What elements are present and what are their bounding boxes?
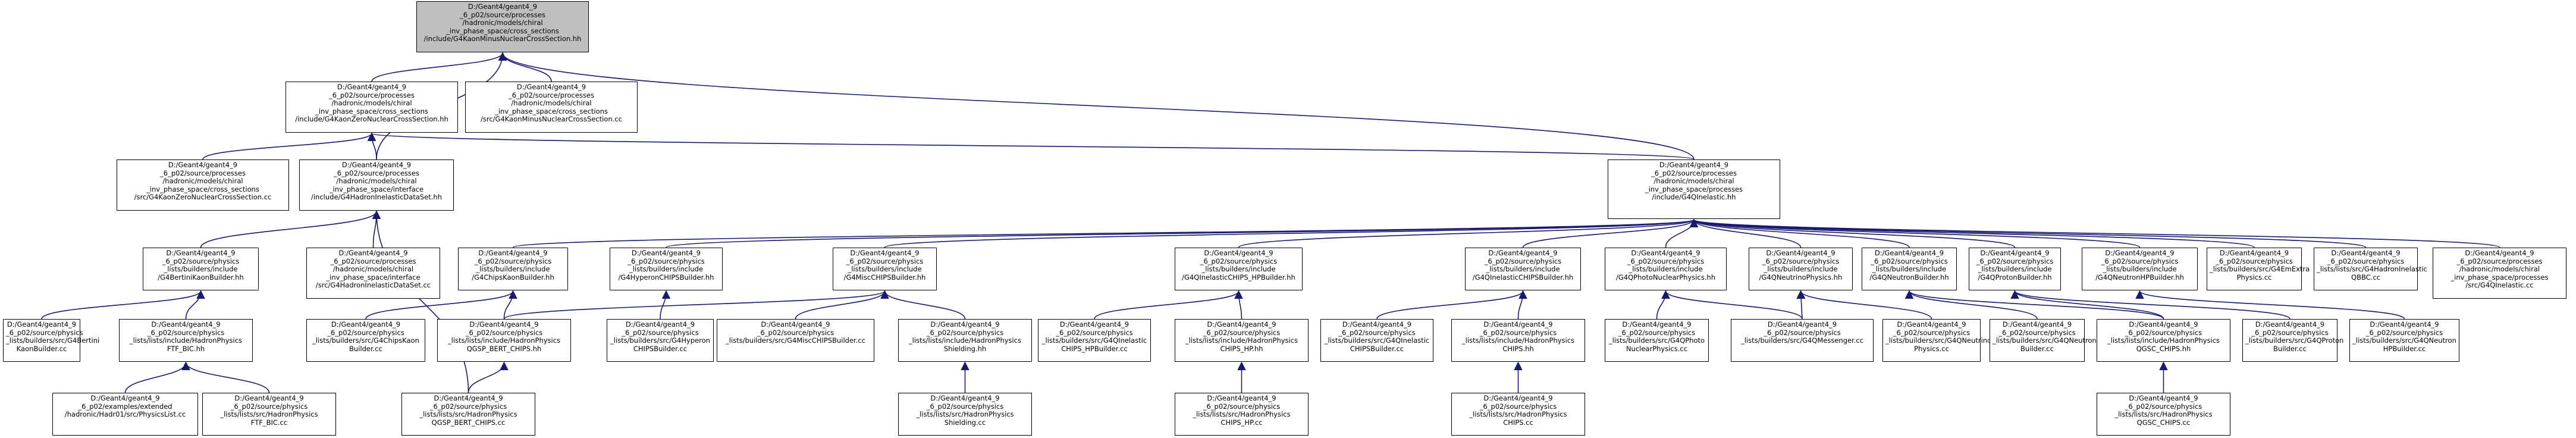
graph-node-qneutron-src[interactable]: D:/Geant4/geant4_9 _6_p02/source/physics… xyxy=(1990,319,2097,362)
edge-misc-chips-to-g4qinel xyxy=(884,218,1698,248)
edge-qinel-chips-to-g4qinel xyxy=(1522,218,1699,248)
edge-hyperon-chips-to-g4qinel xyxy=(666,218,1698,248)
graph-node-qinel-src[interactable]: D:/Geant4/geant4_9 _6_p02/source/process… xyxy=(2433,248,2566,299)
edge-shielding-hh-to-misc-chips xyxy=(880,290,966,320)
graph-node-qgsc-chips-hh[interactable]: D:/Geant4/geant4_9 _6_p02/source/physics… xyxy=(2097,319,2230,362)
graph-node-qneutronhp[interactable]: D:/Geant4/geant4_9 _6_p02/source/physics… xyxy=(2082,248,2198,290)
edge-kminus-src-to-root xyxy=(498,52,552,82)
edge-chips-kaon-src-to-chips-kaon xyxy=(365,290,517,320)
graph-node-kzero[interactable]: D:/Geant4/geant4_9 _6_p02/source/process… xyxy=(285,82,458,133)
edge-kzero-src-to-kzero xyxy=(202,132,376,160)
graph-node-g4qinel[interactable]: D:/Geant4/geant4_9 _6_p02/source/process… xyxy=(1608,159,1780,219)
edge-g4qinel-to-kzero xyxy=(368,132,1695,160)
edge-qproton-src-to-qproton xyxy=(2010,290,2291,320)
graph-node-ftf-bic-src[interactable]: D:/Geant4/geant4_9 _6_p02/source/physics… xyxy=(202,393,336,436)
edge-qneutrino-src-to-qneutrino xyxy=(1796,290,1932,320)
graph-node-root[interactable]: D:/Geant4/geant4_9 _6_p02/source/process… xyxy=(416,1,589,52)
edge-kzero-to-root xyxy=(371,52,507,82)
graph-node-chips-kaon[interactable]: D:/Geant4/geant4_9 _6_p02/source/physics… xyxy=(458,248,568,290)
edge-qgsp-bert-chips-hh-to-misc-chips xyxy=(503,290,889,320)
graph-node-qbbc[interactable]: D:/Geant4/geant4_9 _6_p02/source/physics… xyxy=(2314,248,2427,290)
edge-chips-kaon-to-g4qinel xyxy=(512,218,1698,248)
edge-inel-ds-src-to-inel-ds xyxy=(372,210,381,248)
edge-ftf-bic-hh-to-bertini-kaon xyxy=(185,290,205,320)
edge-qneutron-src-to-qneutron xyxy=(1904,290,2038,320)
graph-node-shielding-hh[interactable]: D:/Geant4/geant4_9 _6_p02/source/physics… xyxy=(898,319,1032,362)
graph-node-qgsc-chips-src[interactable]: D:/Geant4/geant4_9 _6_p02/source/physics… xyxy=(2097,393,2230,436)
edge-qinel-chips-src-to-qinel-chips xyxy=(1376,290,1527,320)
edge-qmessenger-src-to-qneutrino xyxy=(1796,290,1806,320)
edge-qneutronhp-to-g4qinel xyxy=(1690,218,2141,248)
graph-node-qmessenger-src[interactable]: D:/Geant4/geant4_9 _6_p02/source/physics… xyxy=(1731,319,1874,362)
edge-inel-ds-to-kzero xyxy=(367,132,377,160)
graph-node-qgsp-bert-chips-src[interactable]: D:/Geant4/geant4_9 _6_p02/source/physics… xyxy=(401,393,535,436)
graph-node-chips-src[interactable]: D:/Geant4/geant4_9 _6_p02/source/physics… xyxy=(1451,393,1585,436)
graph-node-inel-ds-src[interactable]: D:/Geant4/geant4_9 _6_p02/source/process… xyxy=(306,248,440,299)
edge-qphoto-src-to-qphoto xyxy=(1656,290,1670,320)
edge-qinel-chips-hp-src-to-qinel-chips-hp xyxy=(1094,290,1243,320)
graph-node-chips-hp-src[interactable]: D:/Geant4/geant4_9 _6_p02/source/physics… xyxy=(1175,393,1309,436)
graph-node-kzero-src[interactable]: D:/Geant4/geant4_9 _6_p02/source/process… xyxy=(117,159,289,211)
edge-bertini-kaon-src-to-bertini-kaon xyxy=(41,290,205,320)
graph-node-qinel-chips-hp[interactable]: D:/Geant4/geant4_9 _6_p02/source/physics… xyxy=(1175,248,1303,290)
graph-node-qneutron[interactable]: D:/Geant4/geant4_9 _6_p02/source/physics… xyxy=(1862,248,1957,290)
graph-node-qphoto[interactable]: D:/Geant4/geant4_9 _6_p02/source/physics… xyxy=(1605,248,1727,290)
graph-node-chips-kaon-src[interactable]: D:/Geant4/geant4_9 _6_p02/source/physics… xyxy=(306,319,425,362)
graph-node-emextra[interactable]: D:/Geant4/geant4_9 _6_p02/source/physics… xyxy=(2207,248,2310,290)
graph-node-inel-ds[interactable]: D:/Geant4/geant4_9 _6_p02/source/process… xyxy=(299,159,454,211)
edge-qgsc-chips-hh-to-qproton xyxy=(2010,290,2164,320)
graph-node-qinel-chips-src[interactable]: D:/Geant4/geant4_9 _6_p02/source/physics… xyxy=(1320,319,1433,362)
graph-node-qinel-chips-hp-src[interactable]: D:/Geant4/geant4_9 _6_p02/source/physics… xyxy=(1038,319,1151,362)
edge-qinel-chips-hp-to-g4qinel xyxy=(1238,218,1698,248)
graph-node-kminus-src[interactable]: D:/Geant4/geant4_9 _6_p02/source/process… xyxy=(465,82,638,133)
edge-qneutron-to-g4qinel xyxy=(1690,218,1910,248)
graph-node-qneutronhp-src[interactable]: D:/Geant4/geant4_9 _6_p02/source/physics… xyxy=(2349,319,2459,362)
edge-qgsc-chips-hh-to-qneutron xyxy=(1905,290,2164,320)
graph-node-qproton[interactable]: D:/Geant4/geant4_9 _6_p02/source/physics… xyxy=(1969,248,2061,290)
edge-bertini-kaon-to-inel-ds xyxy=(200,210,381,248)
edge-qneutronhp-src-to-qneutronhp xyxy=(2135,290,2405,320)
graph-node-qneutrino-src[interactable]: D:/Geant4/geant4_9 _6_p02/source/physics… xyxy=(1882,319,1991,362)
edge-hyperon-chips-src-to-hyperon-chips xyxy=(660,290,671,320)
edge-qproton-to-g4qinel xyxy=(1690,218,2016,248)
graph-node-qgsp-bert-chips-hh[interactable]: D:/Geant4/geant4_9 _6_p02/source/physics… xyxy=(437,319,571,362)
graph-node-ftf-bic-hh[interactable]: D:/Geant4/geant4_9 _6_p02/source/physics… xyxy=(119,319,253,362)
graph-node-misc-chips[interactable]: D:/Geant4/geant4_9 _6_p02/source/physics… xyxy=(833,248,937,290)
graph-node-bertini-kaon[interactable]: D:/Geant4/geant4_9 _6_p02/source/physics… xyxy=(143,248,259,290)
graph-node-hyperon-chips[interactable]: D:/Geant4/geant4_9 _6_p02/source/physics… xyxy=(610,248,723,290)
graph-node-qphoto-src[interactable]: D:/Geant4/geant4_9 _6_p02/source/physics… xyxy=(1605,319,1709,362)
graph-node-misc-chips-src[interactable]: D:/Geant4/geant4_9 _6_p02/source/physics… xyxy=(717,319,874,362)
edge-qinel-src-to-g4qinel xyxy=(1690,218,2500,248)
edge-qmessenger-src-to-qphoto xyxy=(1661,290,1803,320)
edge-emextra-to-g4qinel xyxy=(1690,218,2255,248)
graph-node-qinel-chips[interactable]: D:/Geant4/geant4_9 _6_p02/source/physics… xyxy=(1465,248,1581,290)
graph-node-hyperon-chips-src[interactable]: D:/Geant4/geant4_9 _6_p02/source/physics… xyxy=(607,319,714,362)
edge-qgsp-bert-chips-src-to-qgsp-bert-chips-hh xyxy=(467,361,509,393)
edge-g4qinel-to-root xyxy=(498,52,1695,160)
graph-node-bertini-kaon-src[interactable]: D:/Geant4/geant4_9 _6_p02/source/physics… xyxy=(3,319,99,362)
graph-node-physicslist[interactable]: D:/Geant4/geant4_9 _6_p02/examples/exten… xyxy=(52,393,198,436)
edge-chips-hp-hh-to-qinel-chips-hp xyxy=(1234,290,1243,320)
edge-physicslist-to-ftf-bic-hh xyxy=(124,361,190,393)
graph-node-qproton-src[interactable]: D:/Geant4/geant4_9 _6_p02/source/physics… xyxy=(2242,319,2343,362)
edge-chips-hh-to-qinel-chips xyxy=(1517,290,1527,320)
edge-qgsp-bert-chips-src-to-inel-ds xyxy=(372,210,469,393)
edge-ftf-bic-src-to-ftf-bic-hh xyxy=(181,361,270,393)
graph-node-chips-hp-hh[interactable]: D:/Geant4/geant4_9 _6_p02/source/physics… xyxy=(1175,319,1309,362)
graph-node-qneutrino[interactable]: D:/Geant4/geant4_9 _6_p02/source/physics… xyxy=(1749,248,1853,290)
edge-qgsp-bert-chips-hh-to-chips-kaon xyxy=(503,290,517,320)
graph-node-shielding-src[interactable]: D:/Geant4/geant4_9 _6_p02/source/physics… xyxy=(898,393,1032,436)
edge-qbbc-to-g4qinel xyxy=(1690,218,2367,248)
graph-node-chips-hh[interactable]: D:/Geant4/geant4_9 _6_p02/source/physics… xyxy=(1451,319,1585,362)
